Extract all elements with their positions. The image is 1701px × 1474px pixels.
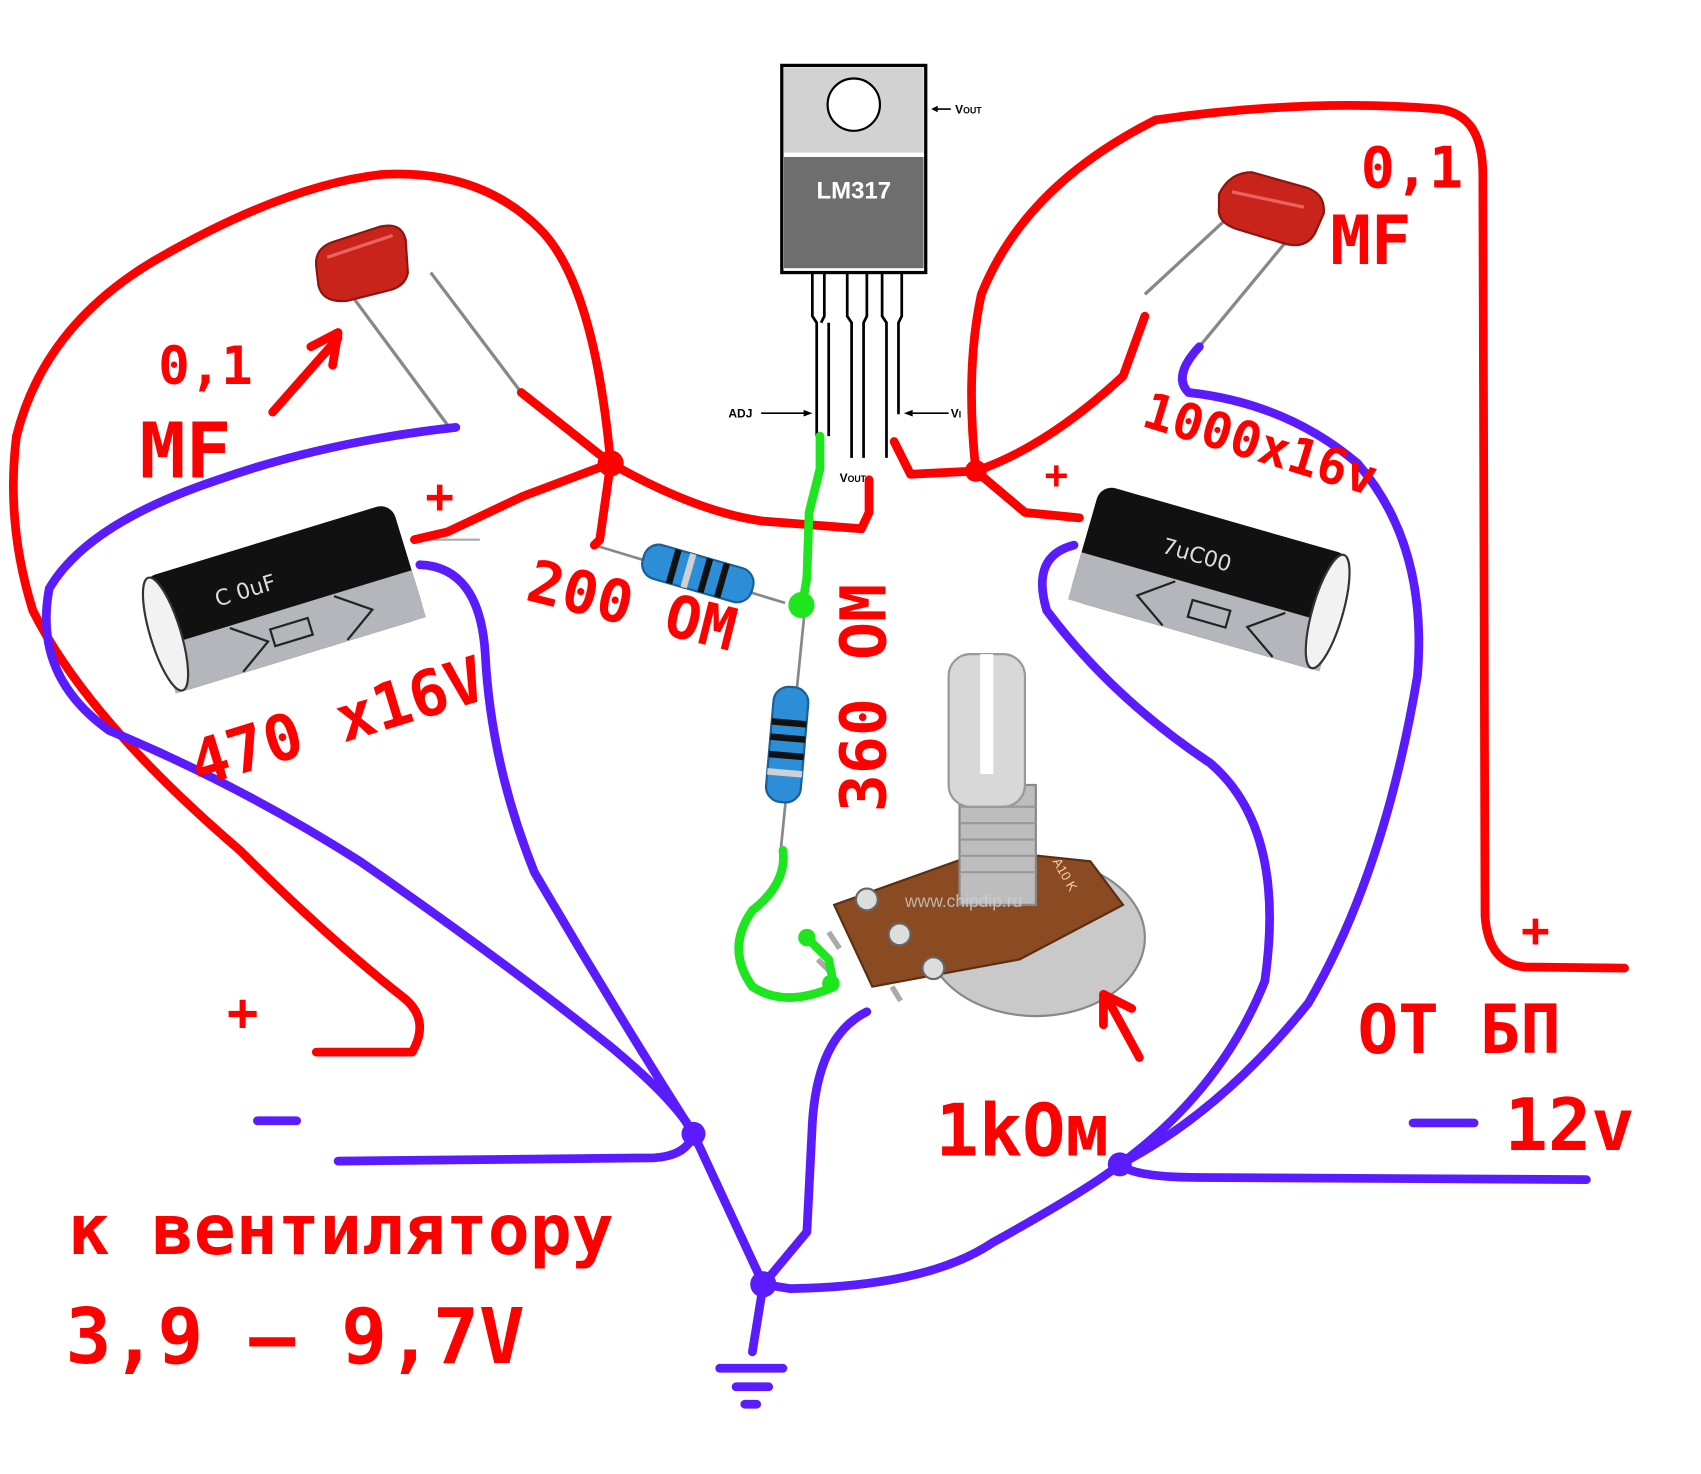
vout-pin-label: VOUT: [840, 471, 867, 485]
junction-pot-wiper-b: [822, 974, 840, 993]
label-r2: 360 ОМ: [826, 584, 900, 812]
ground-icon: [715, 1363, 788, 1409]
adj-pin-label: ADJ: [728, 407, 752, 421]
resistor-360-ohm: [764, 610, 810, 851]
wire-node-to-r1: [589, 458, 616, 550]
wire-node-to-vout: [606, 458, 874, 534]
wire-left-loop: [8, 169, 616, 1057]
wire-right-top: [967, 101, 1629, 973]
regulator-part-label: LM317: [816, 177, 891, 204]
junction-positive-left: [597, 450, 624, 477]
wire-right-cap-neg: [1037, 540, 1274, 1169]
electrolytic-capacitor-right: 7uC00: [1067, 487, 1351, 672]
wire-ground-to-right: [758, 1160, 1125, 1294]
label-output-title: к вентилятору: [68, 1190, 614, 1271]
label-film-left-unit: MF: [140, 407, 232, 496]
label-film-right-value: 0,1: [1361, 136, 1463, 202]
label-input-title: ОТ БП: [1357, 990, 1560, 1069]
wire-node-to-cap-left: [410, 458, 616, 545]
resistor-200-ohm: [593, 543, 786, 605]
adjust-wires: [734, 431, 840, 1002]
wire-right-cap-lead: [971, 311, 1150, 476]
wire-cap-left-lead: [516, 388, 616, 468]
wire-pot-to-ground: [758, 1007, 872, 1289]
wire-right-film-lead: [1115, 342, 1424, 1169]
junction-ground-left: [681, 1121, 706, 1146]
arrow-pot: [1099, 989, 1144, 1062]
wire-node-to-cap-right: [971, 466, 1084, 523]
film-capacitor-left: [314, 224, 523, 429]
film-capacitor-right: [1143, 171, 1325, 348]
wire-left-cap-neg: [415, 560, 698, 1139]
wire-left-ground-loop: [42, 423, 698, 1139]
ground-wires: [42, 342, 1591, 1357]
wire-out-minus: [333, 1129, 698, 1166]
positive-wires: [8, 101, 1629, 1062]
junction-ground-main: [750, 1271, 777, 1298]
label-input-voltage: 12v: [1505, 1083, 1635, 1167]
label-elec-right: 1000x16v: [1136, 380, 1384, 507]
arrow-film-left: [268, 328, 343, 417]
wire-vin: [889, 437, 981, 479]
electrolytic-capacitor-left: C 0uF: [141, 506, 480, 694]
plus-cap-right: +: [1045, 453, 1069, 498]
label-film-right-unit: MF: [1330, 201, 1411, 280]
vin-pin-label: VI: [951, 407, 961, 421]
plus-output: +: [227, 982, 259, 1043]
label-film-left-value: 0,1: [158, 336, 253, 397]
plus-cap-left: +: [425, 468, 454, 524]
junction-adjust: [788, 591, 815, 619]
lm317-regulator: LM317 VOUT ADJ VI VOUT: [728, 63, 982, 485]
watermark: www.chipdip.ru: [904, 891, 1022, 911]
plus-input: +: [1521, 902, 1550, 958]
vout-tab-label: VOUT: [955, 102, 982, 116]
wire-to-ground-node: [689, 1129, 768, 1289]
potentiometer: A10 K www.chipdip.ru: [815, 653, 1146, 1018]
label-pot: 1kОм: [936, 1089, 1109, 1173]
junction-positive-right: [964, 460, 987, 482]
label-output-range: 3,9 — 9,7V: [66, 1292, 525, 1381]
junction-pot-wiper-a: [798, 928, 816, 947]
junction-ground-right: [1107, 1152, 1132, 1177]
